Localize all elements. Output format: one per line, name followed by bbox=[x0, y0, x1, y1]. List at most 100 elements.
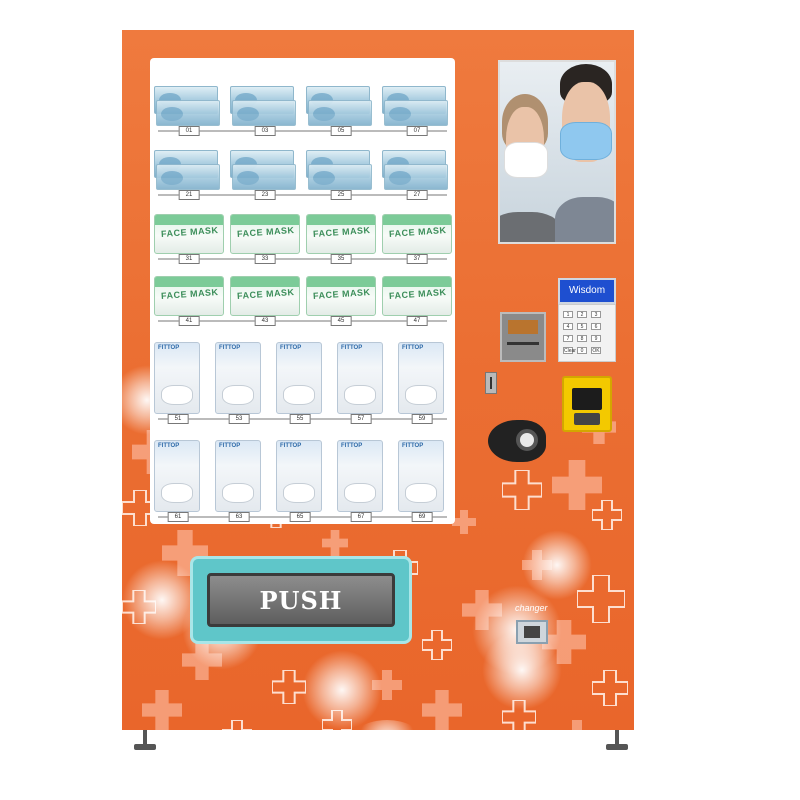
medical-cross-icon bbox=[142, 690, 182, 730]
advertisement-panel bbox=[498, 60, 616, 244]
keypad-key[interactable]: 0 bbox=[577, 347, 587, 354]
slot-number: 63 bbox=[228, 512, 250, 522]
face-mask-box: FACE MASK bbox=[382, 214, 452, 254]
face-mask-box: FACE MASK bbox=[382, 276, 452, 316]
mask-box bbox=[156, 100, 220, 126]
bill-slot[interactable] bbox=[507, 342, 539, 345]
slot-number: 41 bbox=[178, 316, 200, 326]
mask-box bbox=[384, 100, 448, 126]
slot-number: 23 bbox=[254, 190, 276, 200]
slot-number: 35 bbox=[330, 254, 352, 264]
slot-number: 51 bbox=[167, 414, 189, 424]
keypad-key[interactable]: 9 bbox=[591, 335, 601, 342]
keypad-key[interactable]: OK bbox=[591, 347, 601, 354]
product-slot[interactable]: 25 bbox=[306, 138, 376, 200]
keypad-key[interactable]: 1 bbox=[563, 311, 573, 318]
keypad-key[interactable]: 4 bbox=[563, 323, 573, 330]
cup-holder-icon[interactable] bbox=[488, 420, 546, 462]
product-slot[interactable]: 03 bbox=[230, 74, 300, 136]
medical-cross-icon bbox=[372, 670, 402, 700]
product-slot[interactable]: 01 bbox=[154, 74, 224, 136]
mask-pouch: FITTOP bbox=[154, 440, 200, 512]
mask-box bbox=[232, 100, 296, 126]
coin-return-changer[interactable] bbox=[516, 620, 548, 644]
keypad-key[interactable]: 8 bbox=[577, 335, 587, 342]
keypad-key[interactable]: 6 bbox=[591, 323, 601, 330]
medical-cross-icon bbox=[422, 630, 452, 660]
shelf-divider bbox=[158, 258, 447, 260]
slot-number: 25 bbox=[330, 190, 352, 200]
slot-number: 37 bbox=[406, 254, 428, 264]
slot-number: 59 bbox=[411, 414, 433, 424]
slot-number: 57 bbox=[350, 414, 372, 424]
mask-box bbox=[384, 164, 448, 190]
bill-acceptor-icon[interactable] bbox=[500, 312, 546, 362]
product-slot[interactable]: 05 bbox=[306, 74, 376, 136]
machine-foot bbox=[134, 730, 156, 752]
medical-cross-icon bbox=[222, 720, 252, 730]
slot-number: 31 bbox=[178, 254, 200, 264]
mask-pouch: FITTOP bbox=[215, 440, 261, 512]
mask-box bbox=[308, 100, 372, 126]
product-slot[interactable]: 27 bbox=[382, 138, 452, 200]
keypad-key[interactable]: 7 bbox=[563, 335, 573, 342]
mask-pouch: FITTOP bbox=[154, 342, 200, 414]
person-shirt bbox=[500, 212, 560, 242]
mask-pouch: FITTOP bbox=[337, 440, 383, 512]
slot-number: 05 bbox=[330, 126, 352, 136]
shelf-divider bbox=[158, 194, 447, 196]
medical-cross-icon bbox=[272, 670, 306, 704]
shelf-row: 01 03 05 07 bbox=[154, 74, 452, 136]
display-screen: Wisdom bbox=[558, 278, 616, 304]
machine-foot bbox=[606, 730, 628, 752]
product-slot[interactable]: 21 bbox=[154, 138, 224, 200]
mask-pouch: FITTOP bbox=[276, 342, 322, 414]
card-reader-pad[interactable] bbox=[574, 413, 600, 425]
keypad-key[interactable]: Clear bbox=[563, 347, 576, 354]
mask-pouch: FITTOP bbox=[215, 342, 261, 414]
face-mask-white bbox=[504, 142, 548, 178]
coin-slot-icon[interactable] bbox=[485, 372, 497, 394]
medical-cross-icon bbox=[122, 490, 158, 526]
medical-cross-icon bbox=[162, 530, 208, 576]
product-slot[interactable]: 07 bbox=[382, 74, 452, 136]
slot-number: 55 bbox=[289, 414, 311, 424]
slot-number: 21 bbox=[178, 190, 200, 200]
product-slot[interactable]: 23 bbox=[230, 138, 300, 200]
shelf-divider bbox=[158, 130, 447, 132]
slot-number: 33 bbox=[254, 254, 276, 264]
keypad-key[interactable]: 2 bbox=[577, 311, 587, 318]
card-reader-icon[interactable] bbox=[562, 376, 612, 432]
keypad-key[interactable]: 3 bbox=[591, 311, 601, 318]
slot-number: 01 bbox=[178, 126, 200, 136]
push-door-button[interactable]: PUSH bbox=[207, 573, 395, 627]
slot-number: 67 bbox=[350, 512, 372, 522]
mask-pouch: FITTOP bbox=[398, 440, 444, 512]
face-mask-box: FACE MASK bbox=[154, 214, 224, 254]
keypad-key[interactable]: 5 bbox=[577, 323, 587, 330]
slot-number: 61 bbox=[167, 512, 189, 522]
slot-number: 07 bbox=[406, 126, 428, 136]
face-mask-box: FACE MASK bbox=[154, 276, 224, 316]
